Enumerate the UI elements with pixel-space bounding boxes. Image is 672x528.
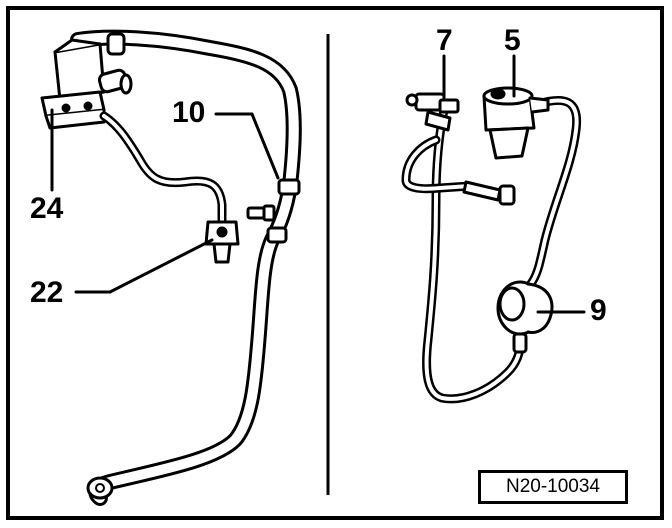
right-line-outer bbox=[401, 96, 582, 404]
valve-7 bbox=[405, 92, 460, 132]
filter-5 bbox=[482, 86, 550, 160]
callout-5: 5 bbox=[504, 24, 521, 57]
right-panel-assembly bbox=[401, 54, 586, 404]
pump-9 bbox=[496, 280, 554, 354]
callout-9: 9 bbox=[590, 294, 607, 327]
callout-7: 7 bbox=[436, 24, 453, 57]
bolt-left bbox=[246, 204, 276, 222]
sensor-22 bbox=[204, 220, 240, 264]
outer-frame bbox=[6, 6, 664, 520]
figure-reference-code: N20-10034 bbox=[478, 470, 628, 504]
clamp-lower bbox=[266, 226, 288, 244]
left-panel-assembly bbox=[40, 29, 302, 506]
callout-22: 22 bbox=[30, 276, 64, 309]
clamp-upper bbox=[106, 32, 126, 56]
hose-end-fitting bbox=[86, 476, 114, 500]
bolt-right bbox=[462, 180, 516, 206]
callout-24: 24 bbox=[30, 192, 64, 225]
line-24-to-22 bbox=[99, 111, 227, 225]
valve-24 bbox=[40, 38, 133, 130]
callout-10: 10 bbox=[172, 96, 206, 129]
clamp-middle bbox=[277, 178, 301, 196]
